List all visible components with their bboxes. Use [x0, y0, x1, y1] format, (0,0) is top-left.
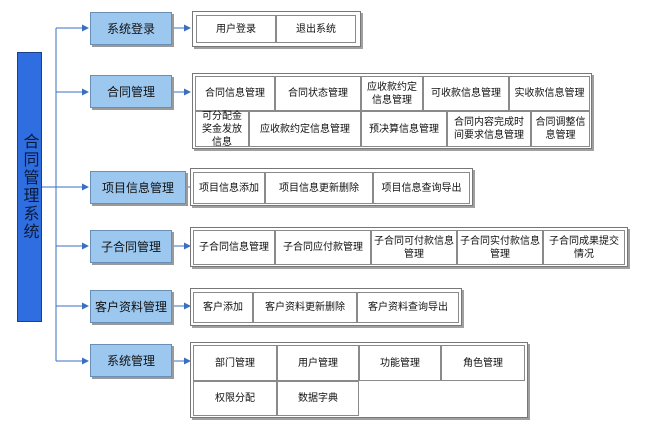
item-system-3: 功能管理	[359, 345, 441, 381]
item-sub-3: 子合同可付款信息管理	[371, 230, 457, 265]
item-sub-1: 子合同信息管理	[193, 230, 275, 265]
item-customer-1: 客户添加	[193, 292, 253, 323]
root-node: 合同管理系统	[17, 52, 42, 322]
item-contract-2: 合同状态管理	[275, 76, 361, 111]
item-sub-4: 子合同实付款信息管理	[457, 230, 543, 265]
panel-login: 用户登录 退出系统	[192, 11, 361, 47]
item-contract-8: 预决算信息管理	[361, 111, 447, 147]
item-system-4: 角色管理	[441, 345, 525, 381]
node-login: 系统登录	[90, 12, 172, 45]
item-contract-7: 应收款约定信息管理	[249, 111, 361, 147]
item-login-2: 退出系统	[276, 15, 356, 43]
item-contract-9: 合同内容完成时间要求信息管理	[447, 111, 531, 147]
item-contract-3: 应收款约定信息管理	[361, 76, 423, 111]
item-sub-5: 子合同成果提交情况	[543, 230, 625, 265]
item-contract-10: 合同调整信息管理	[531, 111, 590, 147]
item-project-3: 项目信息查询导出	[373, 172, 470, 204]
item-project-1: 项目信息添加	[193, 172, 265, 204]
item-system-6: 数据字典	[277, 381, 359, 416]
item-system-1: 部门管理	[193, 345, 277, 381]
item-project-2: 项目信息更新删除	[265, 172, 373, 204]
panel-subcontract: 子合同信息管理 子合同应付款管理 子合同可付款信息管理 子合同实付款信息管理 子…	[190, 227, 628, 267]
panel-system: 部门管理 用户管理 功能管理 角色管理 权限分配 数据字典	[190, 342, 528, 418]
panel-project: 项目信息添加 项目信息更新删除 项目信息查询导出	[190, 168, 473, 206]
item-system-2: 用户管理	[277, 345, 359, 381]
item-sub-2: 子合同应付款管理	[275, 230, 371, 265]
item-contract-1: 合同信息管理	[195, 76, 275, 111]
panel-customer: 客户添加 客户资料更新删除 客户资料查询导出	[190, 288, 462, 326]
item-contract-6: 可分配金奖金发放信息	[195, 111, 249, 148]
node-subcontract: 子合同管理	[90, 230, 172, 263]
item-contract-5: 实收款信息管理	[509, 76, 590, 111]
node-customer: 客户资料管理	[90, 290, 172, 323]
item-customer-3: 客户资料查询导出	[357, 292, 459, 323]
item-login-1: 用户登录	[196, 15, 276, 43]
item-customer-2: 客户资料更新删除	[253, 292, 357, 323]
panel-contract: 合同信息管理 合同状态管理 应收款约定信息管理 可收款信息管理 实收款信息管理 …	[192, 73, 592, 149]
node-project: 项目信息管理	[90, 171, 186, 204]
node-system: 系统管理	[90, 344, 172, 377]
item-system-5: 权限分配	[193, 381, 277, 416]
item-contract-4: 可收款信息管理	[423, 76, 509, 111]
node-contract: 合同管理	[90, 75, 172, 108]
